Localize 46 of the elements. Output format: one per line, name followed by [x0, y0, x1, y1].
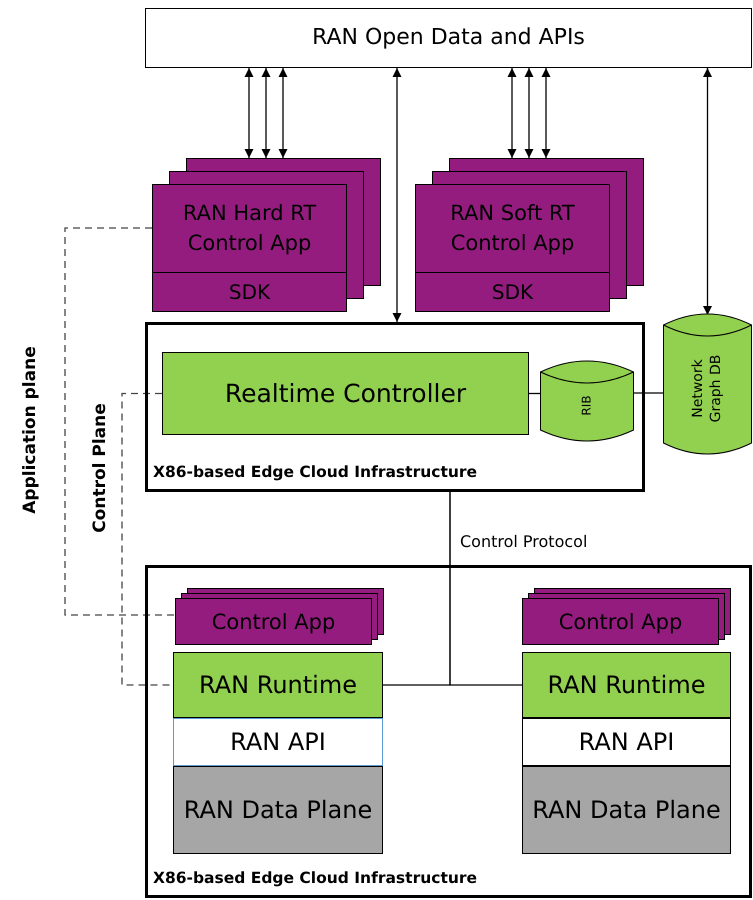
connector [542, 68, 550, 158]
process-box [522, 718, 731, 766]
process-box [522, 652, 731, 718]
box-label: RAN API [230, 726, 326, 758]
process-box [145, 8, 752, 68]
connector [529, 392, 540, 394]
connector [508, 68, 516, 158]
stacked-app-card [152, 158, 381, 312]
app-title: RAN Hard RT Control App [182, 200, 318, 256]
app-title: Control App [212, 610, 336, 634]
connector [244, 68, 254, 158]
edge-label: Control Plane [90, 402, 110, 535]
stacked-app-card [522, 588, 731, 645]
edge-label: Application plane [20, 345, 40, 516]
connector [449, 492, 522, 686]
connector [524, 68, 534, 158]
process-box [173, 652, 383, 718]
process-box [522, 766, 731, 854]
infrastructure-container [145, 565, 752, 898]
sdk-label: SDK [492, 280, 534, 304]
box-label: RAN Open Data and APIs [312, 24, 585, 52]
box-label: Realtime Controller [224, 378, 466, 410]
connector [262, 68, 270, 158]
box-label: RAN Data Plane [184, 794, 372, 826]
connector [278, 68, 288, 158]
sdk-label: SDK [228, 280, 270, 304]
process-box [173, 718, 383, 766]
stacked-app-card [175, 588, 384, 645]
app-title: Control App [558, 610, 682, 634]
connector [703, 68, 712, 315]
connector [392, 68, 402, 322]
process-box [162, 352, 529, 435]
database-label: RIB [580, 394, 594, 416]
database-label: Network Graph DB [690, 354, 724, 422]
box-label: RAN Runtime [199, 670, 357, 701]
stacked-app-card [415, 158, 644, 312]
process-box [173, 766, 383, 854]
dashed-connector [64, 227, 175, 616]
container-label: X86-based Edge Cloud Infrastructure [153, 869, 478, 887]
connector [634, 392, 663, 394]
container-label: X86-based Edge Cloud Infrastructure [153, 463, 478, 481]
box-label: RAN Runtime [548, 670, 706, 701]
box-label: RAN Data Plane [532, 794, 721, 826]
infrastructure-container [145, 322, 645, 492]
box-label: RAN API [578, 726, 674, 758]
app-title: RAN Soft RT Control App [449, 200, 576, 256]
